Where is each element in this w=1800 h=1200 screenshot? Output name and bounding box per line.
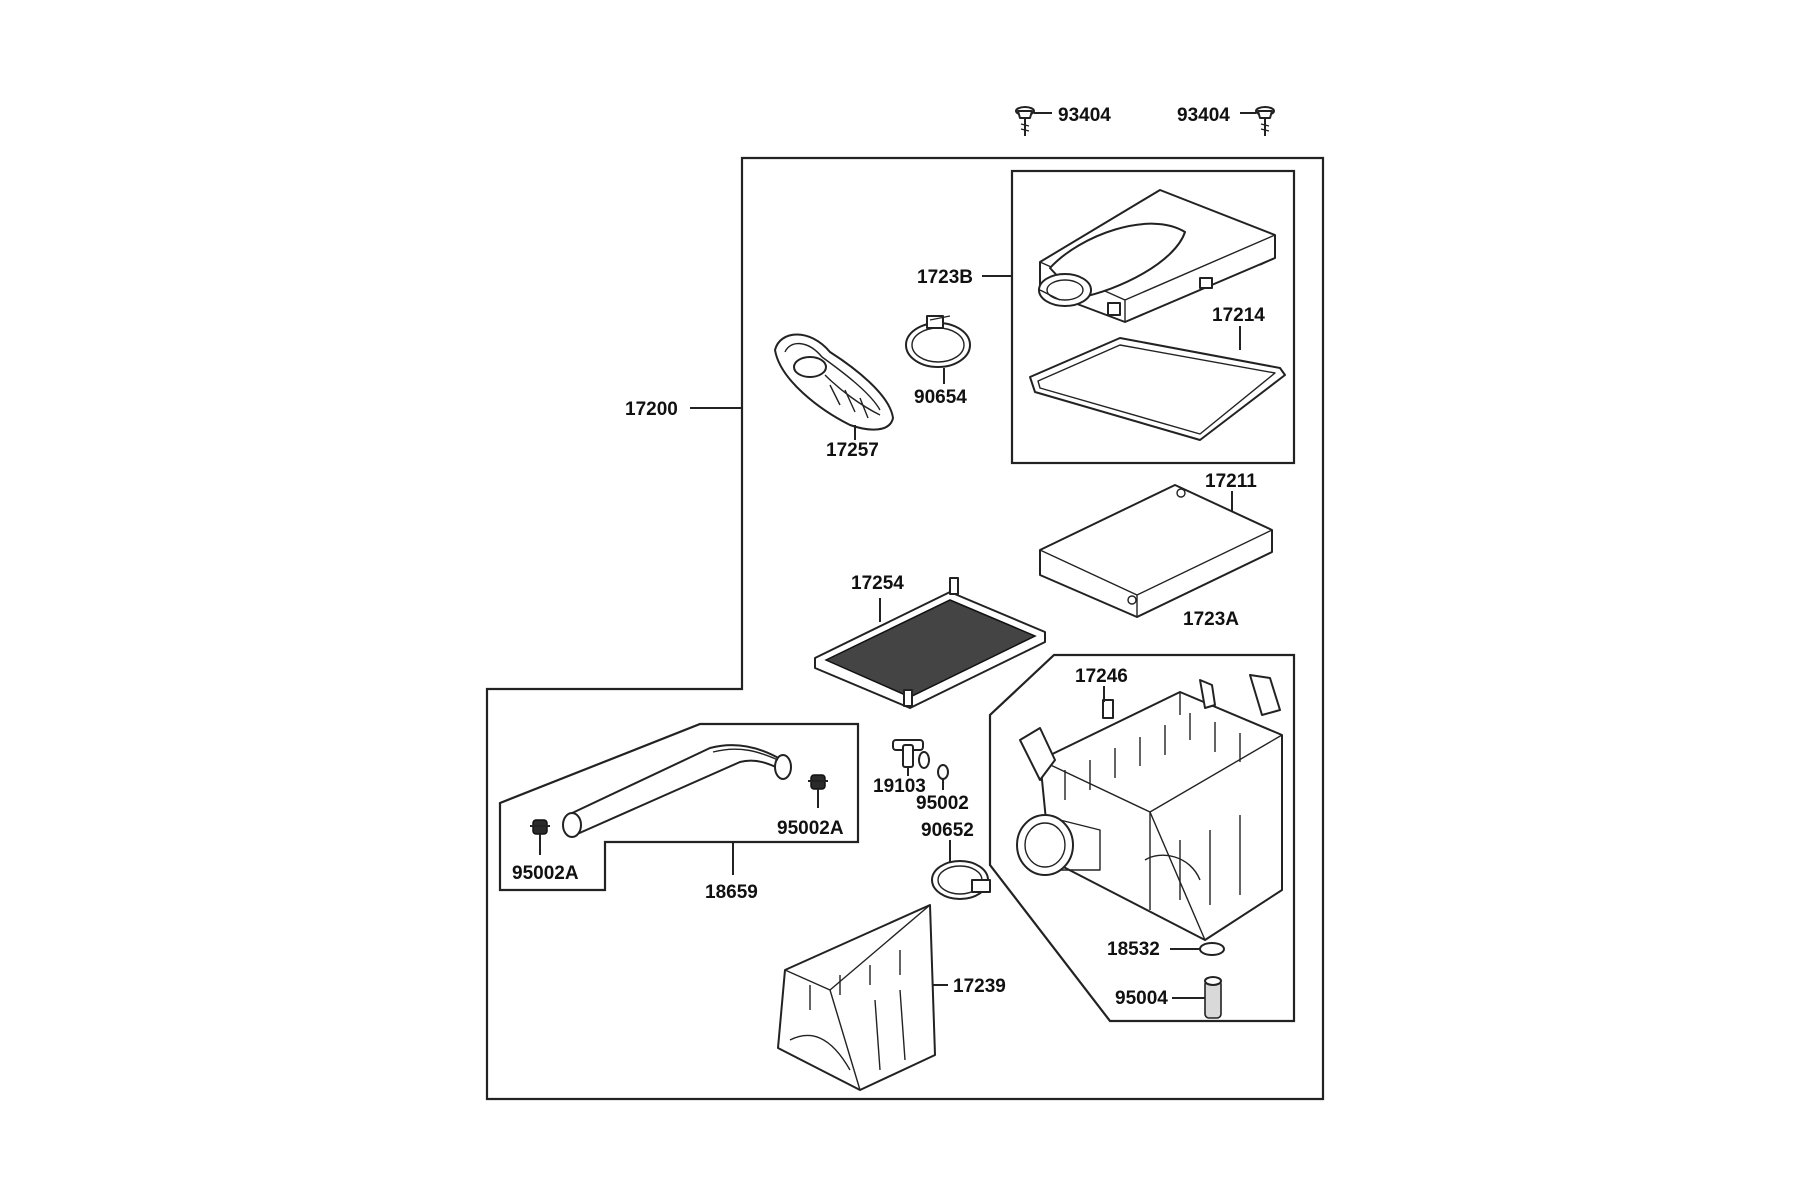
label-19103: 19103: [873, 776, 926, 797]
clip-95002A-left: [530, 819, 550, 835]
t-joint-19103: [892, 739, 930, 769]
label-95002: 95002: [916, 793, 969, 814]
air-filter-element: [1039, 484, 1273, 618]
housing-guard: [777, 904, 936, 1091]
hose-clamp-90652: [931, 860, 991, 900]
label-17200: 17200: [625, 399, 678, 420]
assembly-frame-17200: [485, 156, 1325, 1101]
air-cleaner-cover: [1038, 189, 1276, 323]
label-17246: 17246: [1075, 666, 1128, 687]
label-95002A-right: 95002A: [777, 818, 844, 839]
label-1723A: 1723A: [1183, 609, 1239, 630]
label-17214: 17214: [1212, 305, 1265, 326]
ring-95002: [937, 764, 949, 780]
label-1723B: 1723B: [917, 267, 973, 288]
hose-clamp-90654: [905, 315, 971, 368]
label-90654: 90654: [914, 387, 967, 408]
label-90652: 90652: [921, 820, 974, 841]
seal-gasket: [1029, 337, 1286, 441]
label-18659: 18659: [705, 882, 758, 903]
label-18532: 18532: [1107, 939, 1160, 960]
label-17254: 17254: [851, 573, 904, 594]
label-17211: 17211: [1205, 471, 1257, 492]
label-17257: 17257: [826, 440, 879, 461]
plug-95004: [1204, 976, 1222, 1019]
label-93404-right: 93404: [1177, 105, 1230, 126]
intake-duct: [774, 333, 894, 431]
label-17239: 17239: [953, 976, 1006, 997]
cover-subassembly-frame: [1010, 169, 1296, 465]
label-95002A-left: 95002A: [512, 863, 579, 884]
o-ring-18532: [1199, 942, 1225, 956]
hose-subassembly-frame: [498, 722, 860, 892]
housing-subassembly-frame: [988, 653, 1296, 1023]
bolt-93404-left: [1015, 106, 1035, 136]
label-93404-left: 93404: [1058, 105, 1111, 126]
air-cleaner-housing: [1016, 674, 1283, 941]
bolt-93404-right: [1255, 106, 1275, 136]
breather-hose: [562, 744, 792, 838]
filter-screen: [814, 577, 1046, 709]
clip-95002A-right: [808, 774, 828, 790]
label-95004: 95004: [1115, 988, 1168, 1009]
